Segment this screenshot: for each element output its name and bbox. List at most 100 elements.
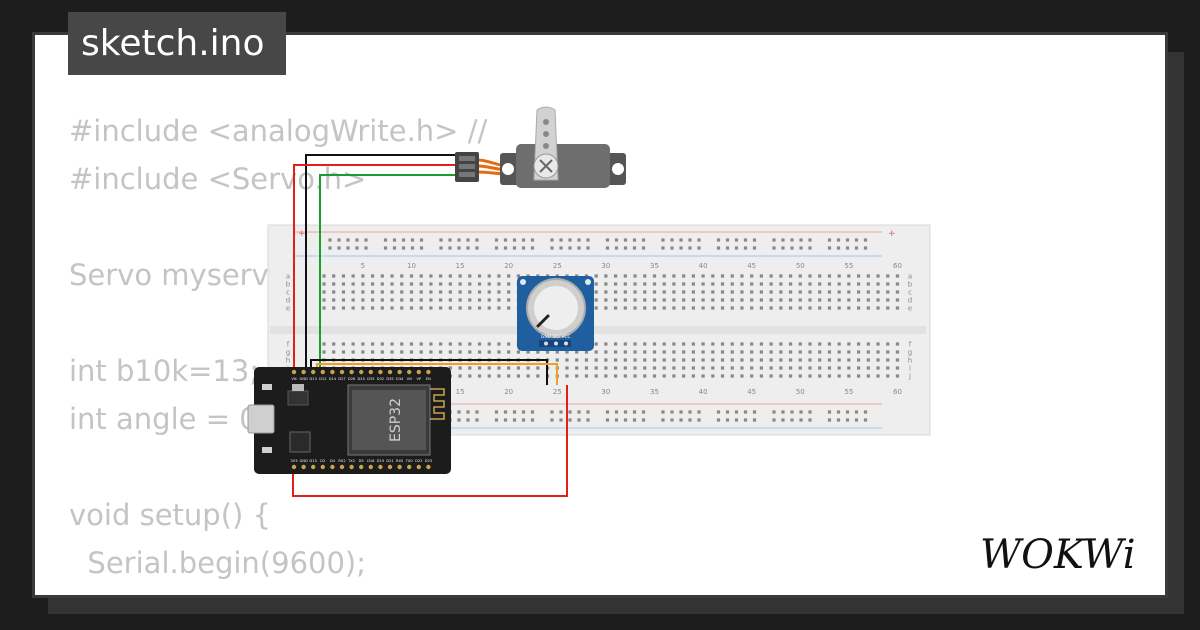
breadboard-hole — [769, 358, 773, 362]
column-number: 35 — [650, 262, 659, 270]
rail-hole — [521, 410, 526, 414]
rail-hole — [494, 238, 499, 242]
breadboard-hole — [643, 366, 647, 370]
esp32-pin — [330, 369, 335, 375]
breadboard-hole — [701, 290, 705, 294]
rail-hole — [845, 246, 850, 250]
breadboard-hole — [604, 366, 608, 370]
column-number: 55 — [844, 262, 853, 270]
breadboard-hole — [662, 306, 666, 310]
breadboard-hole — [857, 366, 861, 370]
breadboard-hole — [633, 342, 637, 346]
breadboard-hole — [526, 350, 530, 354]
breadboard-hole — [419, 342, 423, 346]
breadboard-hole — [477, 374, 482, 378]
breadboard-hole — [857, 282, 861, 286]
esp32-pin-label: GND — [299, 459, 307, 463]
breadboard-hole — [701, 274, 705, 278]
rail-hole — [716, 418, 721, 422]
breadboard-hole — [332, 274, 336, 278]
breadboard-hole — [643, 374, 647, 378]
breadboard-hole — [477, 342, 482, 346]
breadboard-hole — [682, 306, 686, 310]
esp32-pin — [387, 464, 393, 470]
breadboard-hole — [662, 374, 666, 378]
servo-screw-icon — [539, 159, 553, 173]
breadboard-hole — [750, 366, 754, 370]
breadboard-hole — [701, 306, 705, 310]
column-number: 10 — [407, 262, 416, 270]
breadboard-hole — [818, 342, 822, 346]
pot-mount-hole — [585, 279, 591, 285]
breadboard-hole — [614, 298, 618, 302]
rail-hole — [328, 246, 332, 250]
breadboard-hole — [759, 274, 763, 278]
breadboard-hole — [837, 306, 841, 310]
breadboard-hole — [866, 290, 870, 294]
button-boot — [262, 447, 272, 453]
breadboard-hole — [419, 306, 423, 310]
rail-hole — [836, 246, 841, 250]
breadboard-hole — [390, 282, 394, 286]
breadboard-hole — [837, 298, 841, 302]
esp32-pin — [378, 369, 383, 375]
breadboard-hole — [477, 306, 482, 310]
rail-hole — [734, 238, 739, 242]
breadboard-hole — [371, 350, 375, 354]
breadboard-hole — [643, 306, 647, 310]
esp32-pin — [387, 369, 393, 375]
breadboard-hole — [730, 274, 734, 278]
breadboard-hole — [652, 274, 657, 278]
breadboard-hole — [322, 298, 326, 302]
esp32-pin-label: VN — [291, 377, 296, 381]
breadboard-hole — [886, 358, 890, 362]
breadboard-hole — [895, 350, 900, 354]
rail-hole — [845, 410, 850, 414]
breadboard-hole — [400, 274, 404, 278]
breadboard-hole — [691, 306, 695, 310]
wires — [292, 154, 568, 497]
breadboard-hole — [769, 282, 773, 286]
breadboard-hole — [623, 306, 627, 310]
breadboard-hole — [895, 366, 900, 370]
esp32-pin — [339, 369, 345, 375]
breadboard-hole — [827, 358, 832, 362]
rail-hole — [559, 418, 563, 422]
pot-pin — [544, 341, 548, 346]
breadboard-hole — [662, 282, 666, 286]
breadboard-hole — [409, 350, 414, 354]
rail-hole — [530, 418, 535, 422]
breadboard-hole — [808, 374, 812, 378]
rail-hole — [392, 238, 397, 242]
rail-hole — [697, 238, 701, 242]
breadboard-hole — [477, 282, 482, 286]
breadboard-hole — [497, 374, 501, 378]
column-number: 25 — [553, 262, 562, 270]
breadboard-hole — [740, 274, 744, 278]
breadboard-hole — [798, 274, 802, 278]
esp32-pin — [311, 464, 316, 470]
breadboard-hole — [439, 290, 443, 294]
breadboard-hole — [448, 290, 452, 294]
rail-hole — [743, 410, 748, 414]
row-letter: f — [909, 341, 912, 349]
breadboard-hole — [594, 282, 598, 286]
breadboard-hole — [730, 282, 734, 286]
breadboard-hole — [672, 342, 676, 346]
rail-hole — [863, 246, 868, 250]
breadboard-hole — [750, 342, 754, 346]
breadboard-hole — [857, 342, 861, 346]
breadboard-hole — [439, 342, 443, 346]
row-letter: b — [908, 281, 913, 289]
breadboard-hole — [798, 290, 802, 294]
esp32-pin — [416, 464, 421, 470]
esp32-pin-label: D26 — [348, 377, 356, 381]
rail-hole — [401, 238, 406, 242]
rail-hole — [808, 238, 812, 242]
rail-hole — [734, 410, 739, 414]
breadboard-hole — [322, 290, 326, 294]
breadboard-hole — [759, 290, 763, 294]
breadboard-hole — [818, 306, 822, 310]
rail-hole — [355, 238, 359, 242]
breadboard-hole — [672, 366, 676, 370]
